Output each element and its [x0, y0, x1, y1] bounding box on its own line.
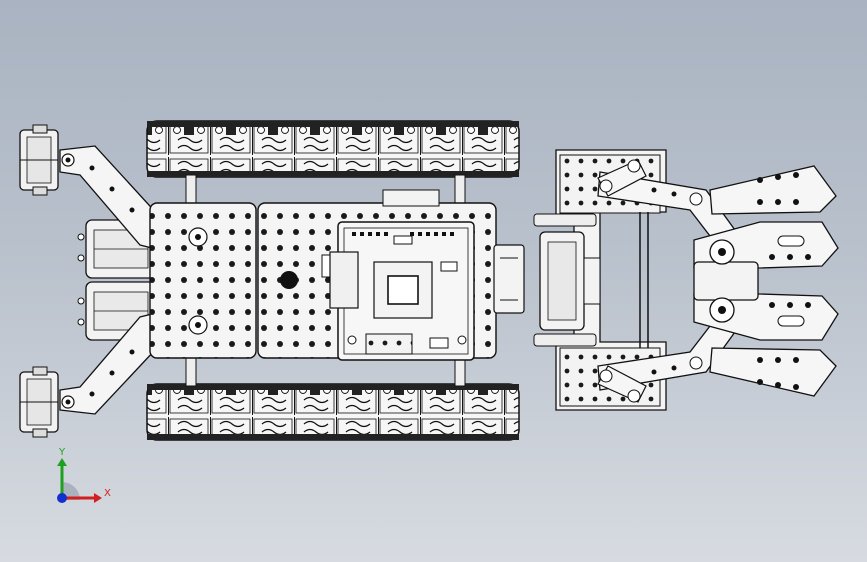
header-pins-top	[352, 232, 454, 236]
tank-track-top	[146, 120, 520, 178]
gripper-finger-1	[709, 165, 837, 215]
gripper-servo	[533, 213, 601, 347]
controller-side-bracket	[493, 244, 525, 314]
origin-dot	[57, 493, 67, 503]
rear-wheel-lower	[19, 366, 59, 438]
x-axis-arrow	[94, 493, 102, 503]
y-axis-label: Y	[58, 447, 66, 458]
rear-wheel-upper	[19, 124, 59, 196]
x-axis-label: X	[104, 488, 111, 499]
chassis-plate-left	[149, 202, 257, 359]
axis-triad: X Y	[57, 447, 111, 503]
y-axis-arrow	[57, 458, 67, 466]
controller-board	[329, 221, 475, 361]
tank-track-bottom	[146, 383, 520, 441]
gripper-hub	[693, 239, 759, 323]
gripper-finger-4	[709, 347, 837, 397]
